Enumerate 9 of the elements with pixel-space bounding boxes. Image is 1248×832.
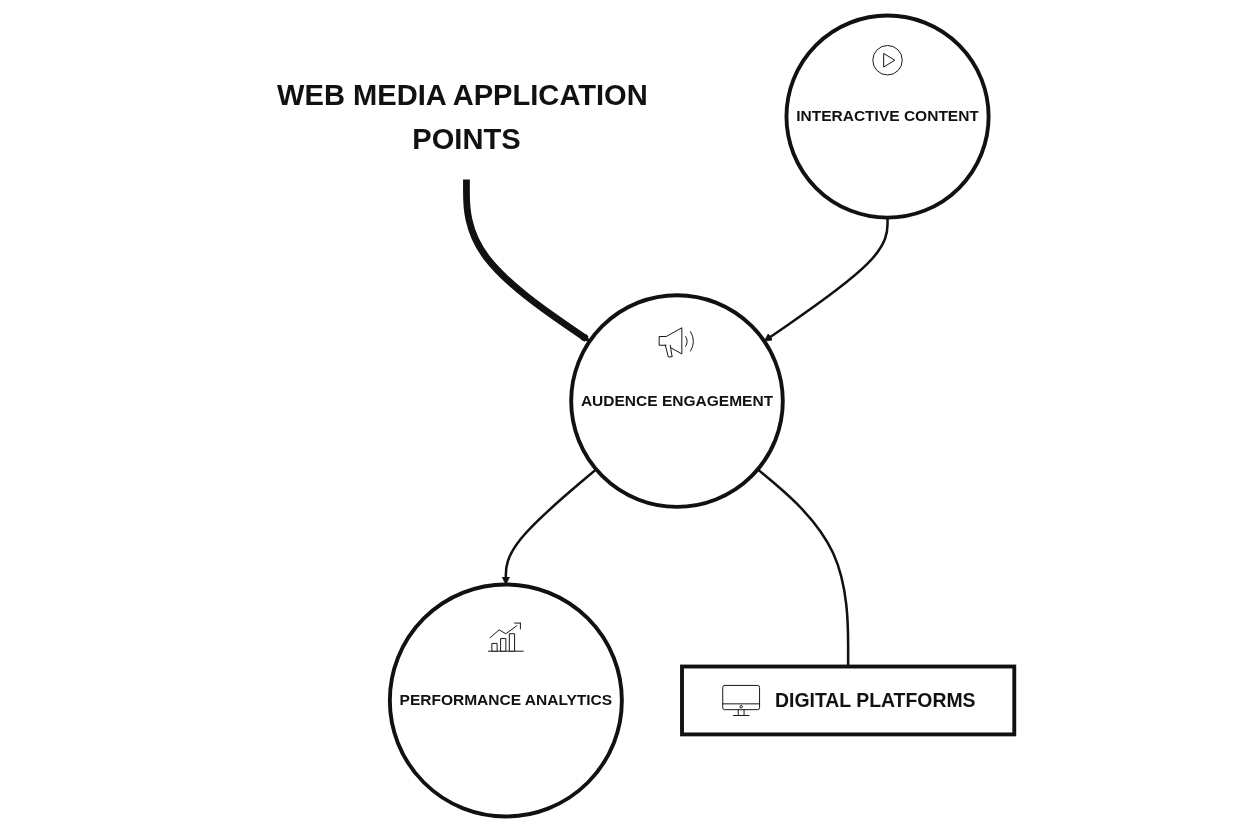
- node-label: DIGITAL PLATFORMS: [775, 688, 976, 714]
- heading-text: WEB MEDIA APPLICATION POINTS: [276, 77, 649, 157]
- arrow: [763, 217, 889, 342]
- thick-arrow: [463, 179, 591, 342]
- connector-line: [757, 468, 850, 667]
- node-label: AUDENCE ENGAGEMENT: [580, 391, 774, 411]
- node-label: INTERACTIVE CONTENT: [796, 106, 979, 127]
- node-label: PERFORMANCE ANALYTICS: [399, 690, 613, 711]
- arrow: [501, 468, 597, 585]
